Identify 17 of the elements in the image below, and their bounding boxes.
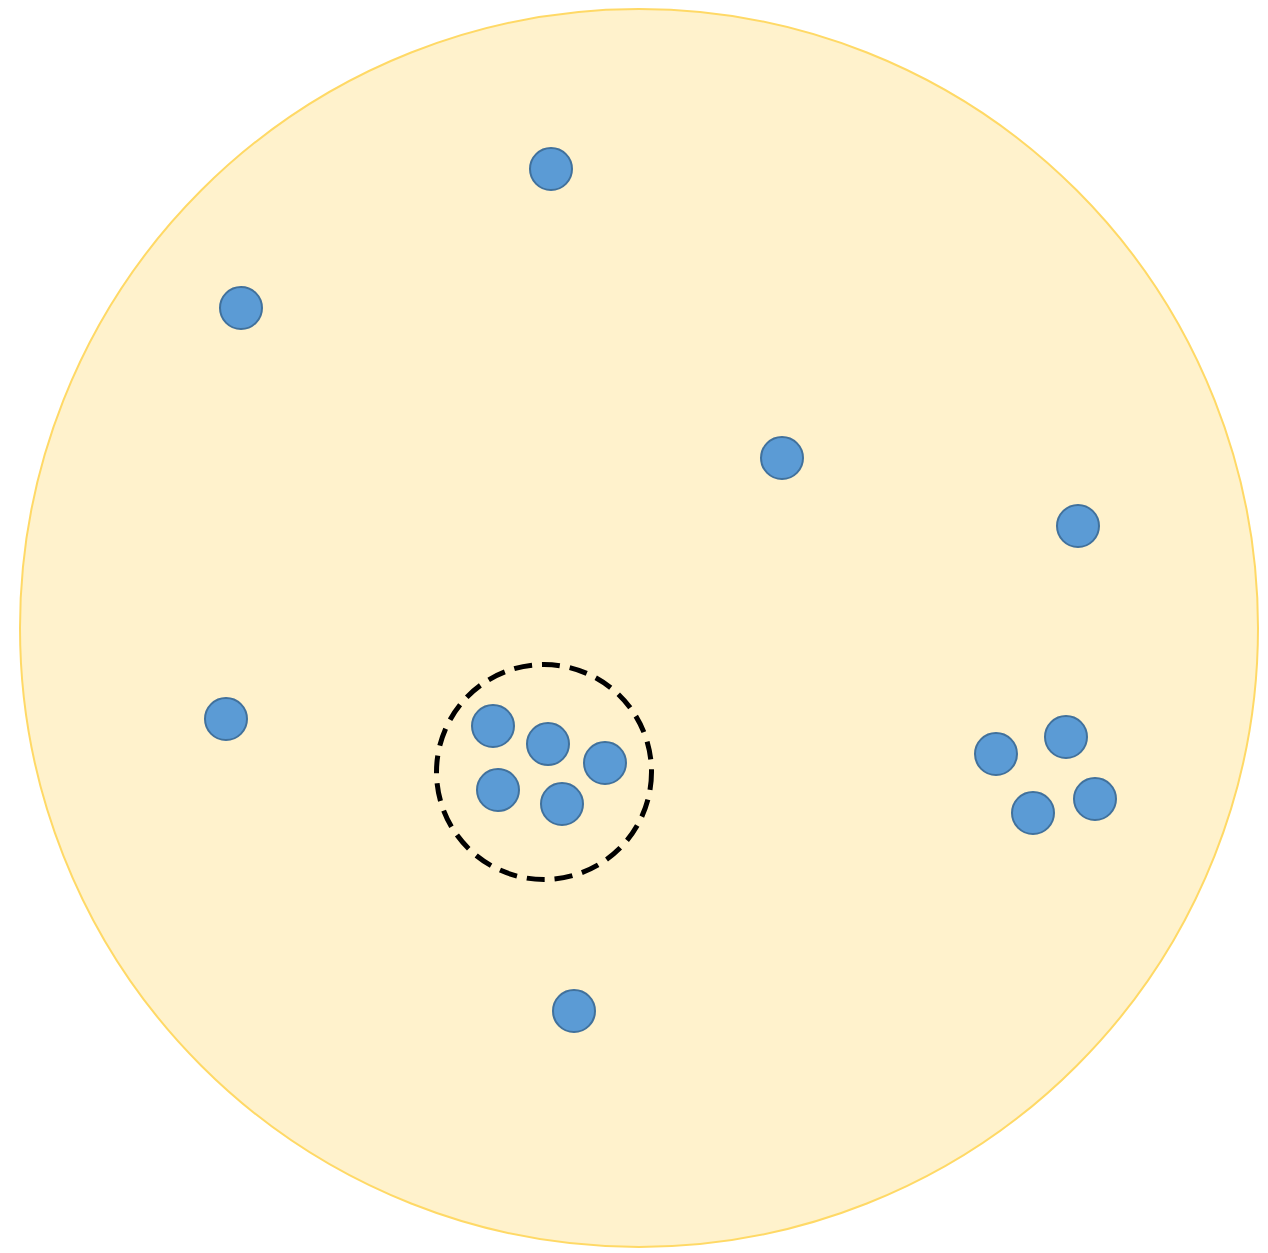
dot [526, 722, 570, 766]
dot [552, 989, 596, 1033]
dashed-circle [434, 662, 654, 882]
circular-region [19, 8, 1259, 1248]
dot [204, 697, 248, 741]
dot [529, 147, 573, 191]
dot [540, 782, 584, 826]
dot [476, 768, 520, 812]
dot [219, 286, 263, 330]
dot [1073, 777, 1117, 821]
dot [1044, 715, 1088, 759]
dot [974, 732, 1018, 776]
dot [760, 436, 804, 480]
dot [471, 704, 515, 748]
dot [1056, 504, 1100, 548]
dot [1011, 791, 1055, 835]
dot [583, 741, 627, 785]
